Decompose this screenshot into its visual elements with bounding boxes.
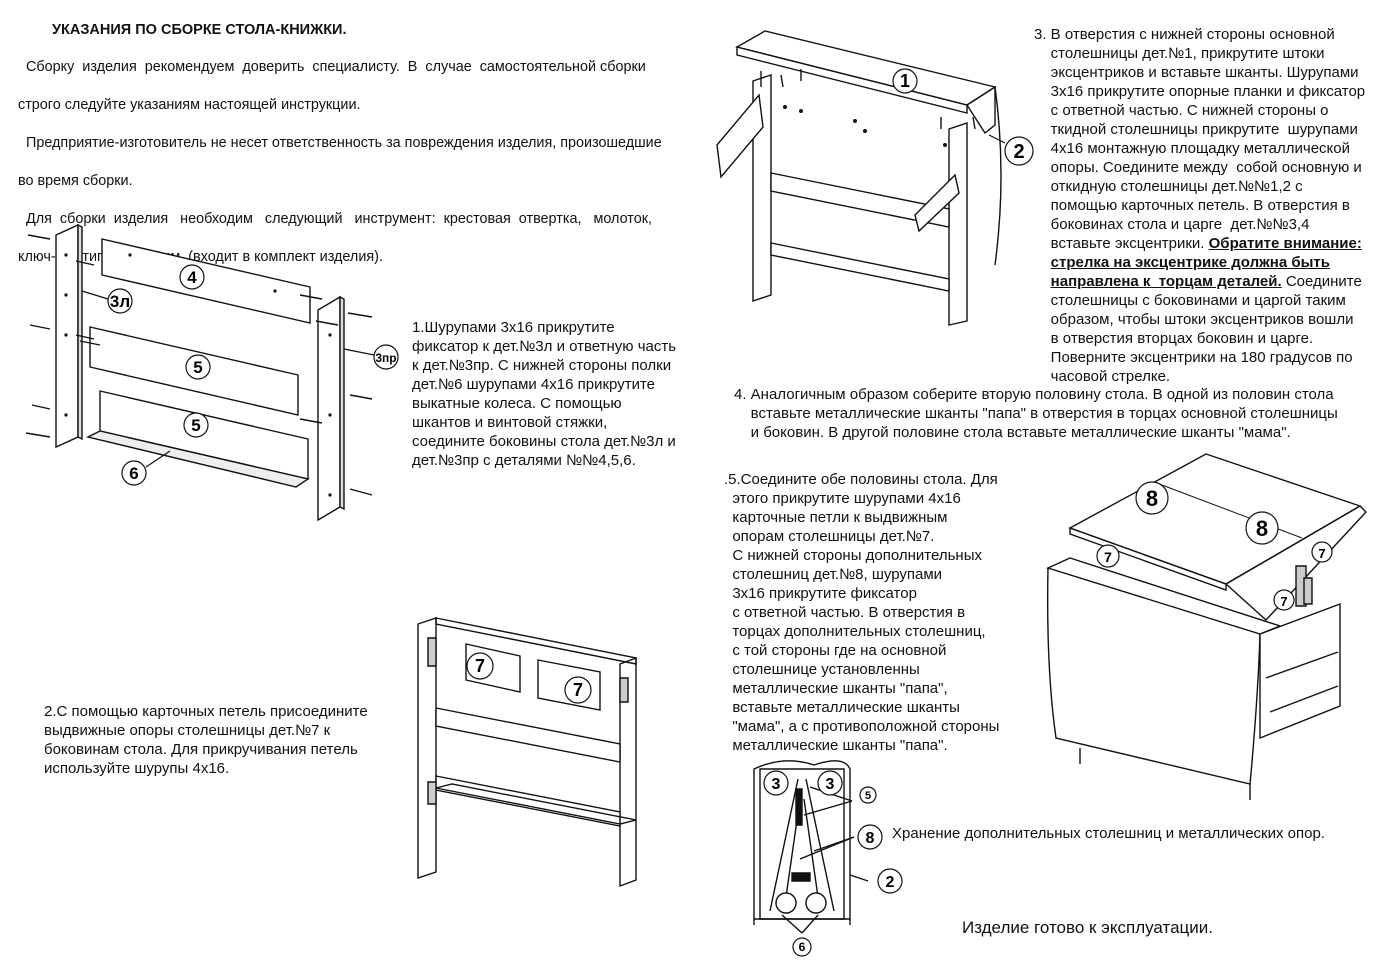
part-label-5: 5 bbox=[191, 416, 200, 435]
part-label-3pr: 3пр bbox=[375, 351, 396, 365]
part-label-6: 6 bbox=[129, 464, 138, 483]
step-3-warning: направлена к торцам деталей. bbox=[1050, 273, 1282, 290]
figure-assembled-table: 8 8 7 7 7 bbox=[1040, 448, 1370, 808]
figure-half-table: 1 2 bbox=[705, 25, 1035, 325]
figure-frame-supports: 7 7 bbox=[410, 612, 660, 884]
intro-line: Для сборки изделия необходим следующий и… bbox=[18, 211, 652, 227]
part-label-7: 7 bbox=[1318, 546, 1325, 561]
step-2-text: 2.С помощью карточных петель присоединит… bbox=[44, 703, 368, 777]
part-label-7: 7 bbox=[1104, 549, 1112, 565]
part-label-2: 2 bbox=[886, 874, 895, 891]
figure-exploded-frame: 3л 4 5 5 6 3пр bbox=[20, 215, 400, 515]
part-label-3: 3 bbox=[772, 776, 781, 793]
step-3-part: столешницы с боковинами и царгой таким о… bbox=[1050, 292, 1354, 385]
ready-caption: Изделие готово к эксплуатации. bbox=[962, 918, 1213, 937]
intro-line: Сборку изделия рекомендуем доверить спец… bbox=[18, 59, 646, 75]
part-label-1: 1 bbox=[900, 71, 910, 91]
step-3-text: 3. В отверстия с нижней стороны основной… bbox=[1034, 25, 1396, 386]
step-1-text: 1.Шурупами 3х16 прикрутите фиксатор к де… bbox=[412, 319, 677, 469]
storage-caption: Хранение дополнительных столешниц и мета… bbox=[892, 825, 1325, 842]
part-label-8: 8 bbox=[866, 830, 875, 847]
step-3-part: Соедините bbox=[1281, 273, 1362, 290]
part-label-4: 4 bbox=[187, 268, 197, 287]
step-3-warning: стрелка на эксцентрике должна быть bbox=[1050, 254, 1330, 271]
step-4-text: 4. Аналогичным образом соберите вторую п… bbox=[734, 386, 1338, 441]
part-label-3: 3 bbox=[826, 776, 835, 793]
figure-storage: 3 3 5 8 2 6 bbox=[740, 755, 920, 960]
step-3-warning: Обратите внимание: bbox=[1208, 235, 1362, 252]
part-label-5: 5 bbox=[865, 790, 871, 802]
intro-line: строго следуйте указаниям настоящей инст… bbox=[18, 97, 361, 113]
part-label-7: 7 bbox=[1280, 594, 1287, 609]
step-3-part: 3. В отверстия с нижней стороны основной… bbox=[1034, 26, 1366, 252]
part-label-8: 8 bbox=[1256, 516, 1268, 541]
part-label-6: 6 bbox=[799, 940, 806, 954]
part-label-7: 7 bbox=[573, 680, 583, 700]
intro-line: Предприятие-изготовитель не несет ответс… bbox=[18, 135, 662, 151]
part-label-2: 2 bbox=[1013, 141, 1024, 163]
part-label-7: 7 bbox=[475, 656, 485, 676]
part-label-8: 8 bbox=[1146, 486, 1158, 511]
part-label-3l: 3л bbox=[110, 292, 130, 311]
intro-line: во время сборки. bbox=[18, 173, 133, 189]
step-5-text: .5.Соедините обе половины стола. Для это… bbox=[724, 471, 1000, 754]
intro-text: Сборку изделия рекомендуем доверить спец… bbox=[18, 23, 690, 286]
part-label-5: 5 bbox=[193, 358, 202, 377]
document-title: УКАЗАНИЯ ПО СБОРКЕ СТОЛА-КНИЖКИ. bbox=[52, 22, 347, 38]
